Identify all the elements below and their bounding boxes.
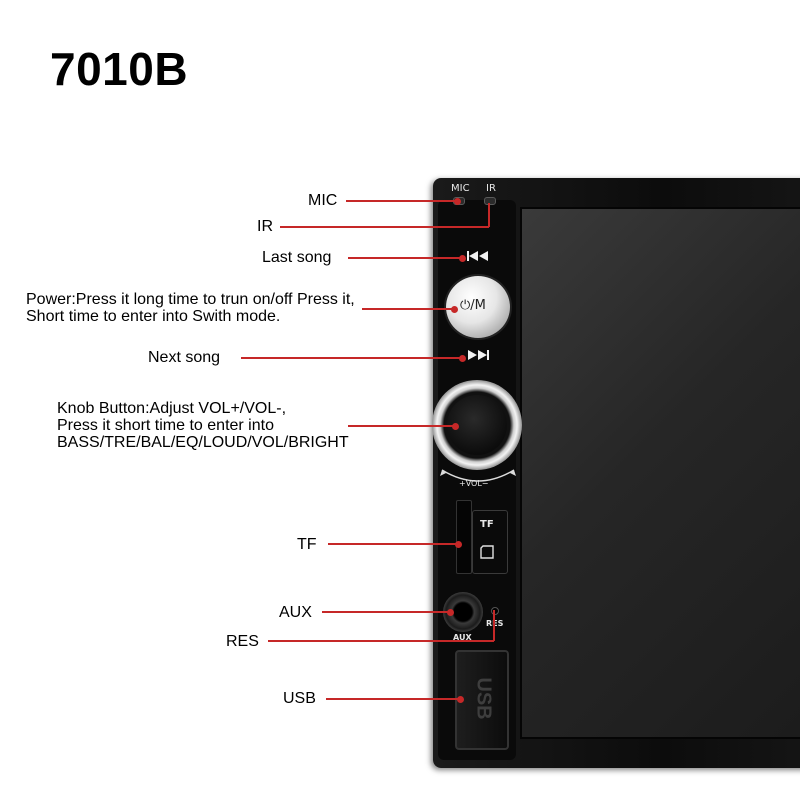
leader-line-aux <box>322 611 450 613</box>
tf-card-slot[interactable] <box>456 500 472 574</box>
usb-print: USB <box>472 677 495 720</box>
reset-button[interactable] <box>491 607 499 615</box>
tf-label-box <box>472 510 508 574</box>
power-icon: ⏻/M <box>460 298 486 313</box>
label-aux: AUX <box>279 604 312 621</box>
leader-line-ir-vertical <box>488 203 490 227</box>
ir-sensor <box>484 197 496 205</box>
label-last-song: Last song <box>262 249 332 266</box>
leader-dot-usb <box>457 696 464 703</box>
leader-line-usb <box>326 698 460 700</box>
model-title: 7010B <box>50 43 189 95</box>
label-res: RES <box>226 633 259 650</box>
leader-dot-last-song <box>459 255 466 262</box>
aux-print: AUX <box>453 633 472 642</box>
leader-dot-tf <box>455 541 462 548</box>
leader-dot-next-song <box>459 355 466 362</box>
volume-arc-icon <box>440 469 516 482</box>
vol-print: +VOL− <box>459 479 489 488</box>
leader-line-res-vertical <box>493 610 495 641</box>
label-usb: USB <box>283 690 316 707</box>
skip-previous-icon[interactable] <box>466 250 490 266</box>
leader-line-knob <box>348 425 455 427</box>
leader-line-res <box>268 640 494 642</box>
leader-line-power <box>362 308 454 310</box>
label-next-song: Next song <box>148 349 221 366</box>
label-knob: Knob Button:Adjust VOL+/VOL-, Press it s… <box>57 400 349 451</box>
ir-print: IR <box>486 183 496 194</box>
leader-line-tf <box>328 543 458 545</box>
leader-line-ir <box>280 226 489 228</box>
sd-card-icon <box>479 545 495 564</box>
leader-line-mic <box>346 200 457 202</box>
leader-dot-knob <box>452 423 459 430</box>
mic-print: MIC <box>451 183 470 194</box>
skip-next-icon[interactable] <box>466 349 490 365</box>
leader-line-last-song <box>348 257 462 259</box>
label-tf: TF <box>297 536 317 553</box>
leader-dot-mic <box>454 198 461 205</box>
usb-port[interactable] <box>455 650 509 750</box>
touch-screen[interactable] <box>520 207 800 739</box>
leader-dot-aux <box>447 609 454 616</box>
tf-print: TF <box>480 519 494 530</box>
leader-line-next-song <box>241 357 462 359</box>
label-mic: MIC <box>308 192 338 209</box>
leader-dot-power <box>451 306 458 313</box>
label-power: Power:Press it long time to trun on/off … <box>26 291 355 325</box>
label-ir: IR <box>257 218 273 235</box>
